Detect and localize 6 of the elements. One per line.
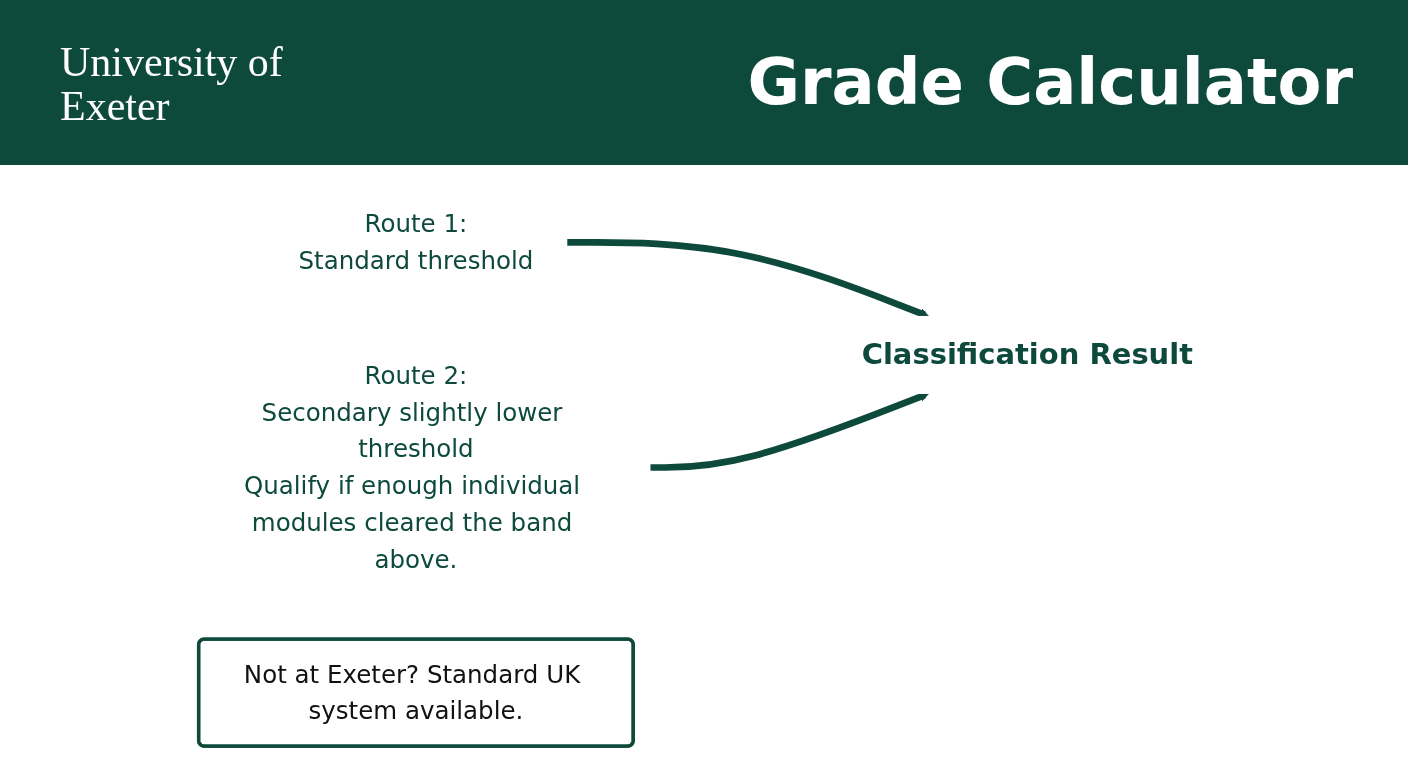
node-text: Route 1: Standard threshold bbox=[298, 210, 534, 275]
university-name: University of Exeter bbox=[60, 40, 284, 128]
arrow bbox=[566, 239, 930, 318]
node-text: Route 2: Secondary slightly lower threshold Qualify if enough individual modules cleared the band above. bbox=[243, 361, 580, 574]
node-text: Classification Result bbox=[861, 337, 1193, 372]
title: Grade Calculator bbox=[747, 45, 1353, 119]
